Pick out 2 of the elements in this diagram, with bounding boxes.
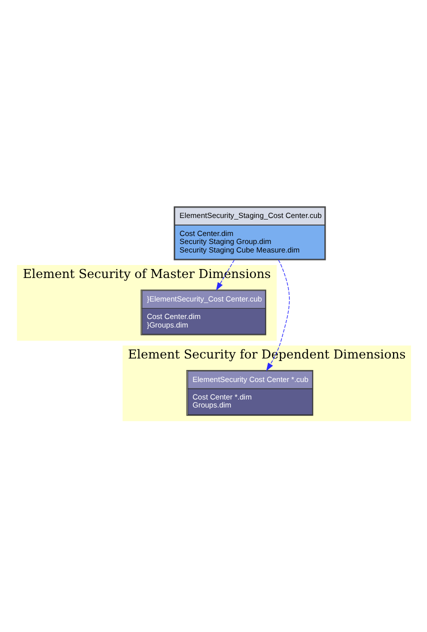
arrow <box>266 259 290 371</box>
arrow <box>216 259 234 290</box>
